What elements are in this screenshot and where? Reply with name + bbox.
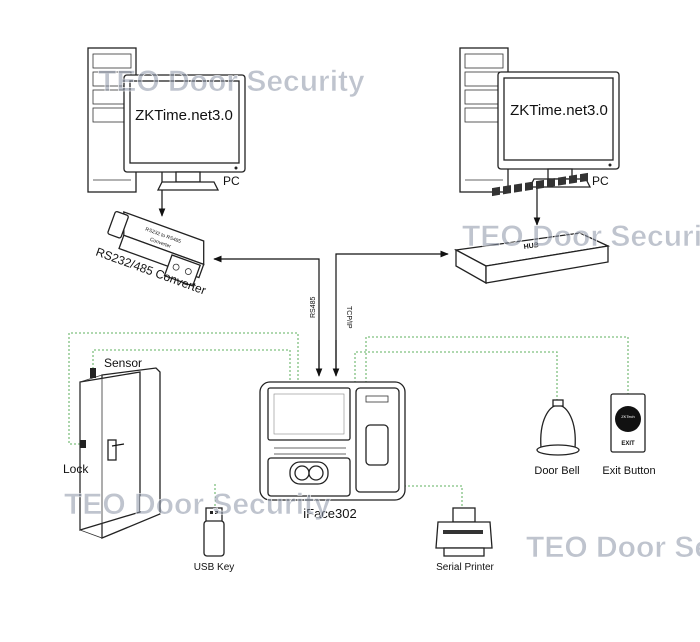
converter-terminal [163, 254, 202, 287]
pc-left-stand [156, 181, 220, 191]
lock-icon [80, 440, 86, 448]
door-bell: Door Bell [534, 399, 580, 477]
watermarks: TEO Door Security TEO Door Security TEO … [64, 65, 700, 565]
door-bell-wire [354, 351, 558, 402]
sensor-label: Sensor [104, 356, 142, 370]
watermark-3: TEO Door Security [64, 488, 331, 521]
rs485-label: RS485 [310, 296, 317, 318]
pc-left-screen-text: ZKTime.net3.0 [135, 107, 233, 124]
lock-wire [68, 332, 299, 445]
fingerprint-sensor [365, 424, 389, 466]
usb-key-label: USB Key [194, 562, 235, 573]
sensor-wire [92, 349, 291, 380]
rs232-485-converter: RS232 to RS485 Converter [107, 210, 205, 287]
connection-lines [68, 170, 629, 508]
pc-right-label: PC [592, 174, 609, 188]
serial-printer: Serial Printer [435, 507, 495, 573]
door-bell-icon [540, 404, 576, 449]
door-bell-label: Door Bell [534, 465, 579, 477]
lock-label: Lock [63, 462, 89, 476]
exit-button-icon [615, 406, 641, 432]
watermark-4: TEO Door Security [526, 531, 700, 564]
watermark-1: TEO Door Security [98, 65, 365, 98]
exit-button-label: Exit Button [602, 465, 655, 477]
exit-button-brand: ZKTech [621, 414, 635, 419]
converter-db-connector [107, 210, 129, 239]
exit-button-wire [365, 336, 629, 394]
printer-wire [404, 485, 463, 508]
iface302-device: iFace302 [259, 381, 406, 521]
iface302-screen [267, 387, 351, 441]
watermark-2: TEO Door Security [462, 220, 700, 253]
pc-left-screen [129, 80, 240, 164]
printer-icon [435, 521, 493, 549]
pc-right-screen [503, 77, 614, 161]
door-handle [107, 439, 117, 461]
hub: HUB [453, 172, 611, 285]
printer-paper [452, 507, 476, 523]
hub-front [485, 245, 609, 284]
tcpip-label: TCP/IP [345, 306, 352, 329]
usb-key: USB Key [194, 507, 235, 573]
rs485-line [213, 255, 320, 375]
pc-left-label: PC [223, 174, 240, 188]
pc-right-screen-text: ZKTime.net3.0 [510, 102, 608, 119]
exit-button-text: EXIT [621, 441, 635, 447]
sensor-icon [90, 368, 96, 378]
pc-left: ZKTime.net3.0 PC [87, 47, 246, 193]
printer-label: Serial Printer [436, 562, 494, 573]
pc-right: ZKTime.net3.0 PC [459, 47, 620, 193]
door: Sensor Lock [63, 356, 161, 539]
exit-button: ZKTech EXIT Exit Button [602, 393, 656, 477]
tcpip-line [335, 250, 449, 375]
usb-key-icon [203, 520, 225, 557]
hub-label: HUB [523, 242, 539, 251]
iface302-label: iFace302 [303, 506, 356, 521]
hub-ports [492, 172, 588, 197]
